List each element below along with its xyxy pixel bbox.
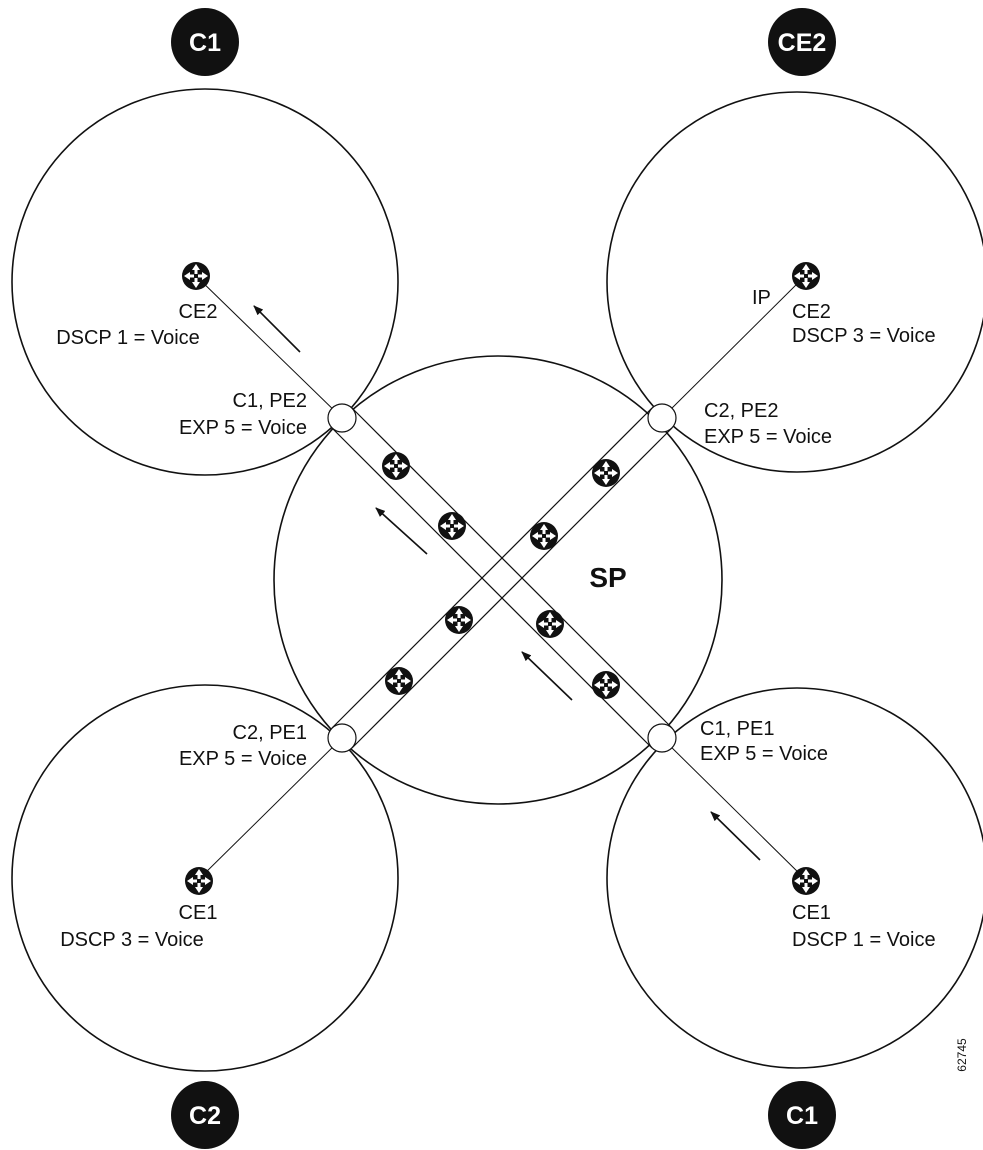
dscp-mapping: DSCP 1 = Voice	[56, 327, 200, 349]
badge-bottom-right-label: C1	[786, 1102, 818, 1130]
ce-router-icon-bottom-right	[792, 867, 820, 895]
flow-arrow-icon	[375, 507, 428, 555]
link-top-left	[194, 274, 343, 419]
ce-router-name: CE1	[792, 902, 831, 924]
router-icon	[382, 452, 410, 480]
site-circle-bottom-right	[606, 687, 983, 1069]
badge-top-right-label: CE2	[778, 29, 827, 57]
ce-router-icon-top-left	[182, 262, 210, 290]
ce-router-icon-bottom-left	[185, 867, 213, 895]
link-bottom-right	[661, 737, 807, 881]
link-bottom-left	[197, 737, 343, 881]
router-icon	[592, 671, 620, 699]
exp-mapping: EXP 5 = Voice	[179, 748, 307, 770]
pe-name: C1, PE1	[700, 718, 774, 740]
pe-port-bottom-right	[647, 723, 677, 753]
router-icon	[385, 667, 413, 695]
router-icon	[438, 512, 466, 540]
badge-bottom-left-label: C2	[189, 1102, 221, 1130]
badge-top-left: C1	[171, 8, 239, 76]
exp-mapping: EXP 5 = Voice	[700, 743, 828, 765]
badge-top-right: CE2	[768, 8, 836, 76]
router-icon	[445, 606, 473, 634]
router-icon	[530, 522, 558, 550]
site-circle-bottom-left	[11, 684, 399, 1072]
figure-id: 62745	[955, 1038, 969, 1072]
ce-router-name: CE2	[792, 301, 831, 323]
dscp-mapping: DSCP 1 = Voice	[792, 929, 936, 951]
exp-mapping: EXP 5 = Voice	[179, 417, 307, 439]
link-top-right	[661, 274, 807, 419]
flow-arrow-icon	[253, 305, 301, 353]
router-icon	[536, 610, 564, 638]
pe-port-bottom-left	[327, 723, 357, 753]
tunnel-c2-edge-b	[351, 427, 673, 749]
pe-port-top-left	[327, 403, 357, 433]
flow-arrow-icon	[521, 651, 573, 701]
flow-arrow-icon	[710, 811, 761, 861]
exp-mapping: EXP 5 = Voice	[704, 426, 832, 448]
sp-label: SP	[589, 562, 626, 593]
dscp-mapping: DSCP 3 = Voice	[792, 325, 936, 347]
badge-bottom-right: C1	[768, 1081, 836, 1149]
router-icon	[592, 459, 620, 487]
pe-name: C2, PE1	[233, 722, 307, 744]
ce-router-icon-top-right	[792, 262, 820, 290]
pe-port-top-right	[647, 403, 677, 433]
pe-name: C2, PE2	[704, 400, 778, 422]
pe-name: C1, PE2	[233, 390, 307, 412]
ce-router-name: CE1	[179, 902, 218, 924]
badge-bottom-left: C2	[171, 1081, 239, 1149]
dscp-mapping: DSCP 3 = Voice	[60, 929, 204, 951]
ip-label: IP	[752, 287, 771, 309]
ce-router-name: CE2	[179, 301, 218, 323]
site-circle-top-left	[11, 88, 399, 476]
badge-top-left-label: C1	[189, 29, 221, 57]
site-circle-top-right	[606, 91, 983, 473]
